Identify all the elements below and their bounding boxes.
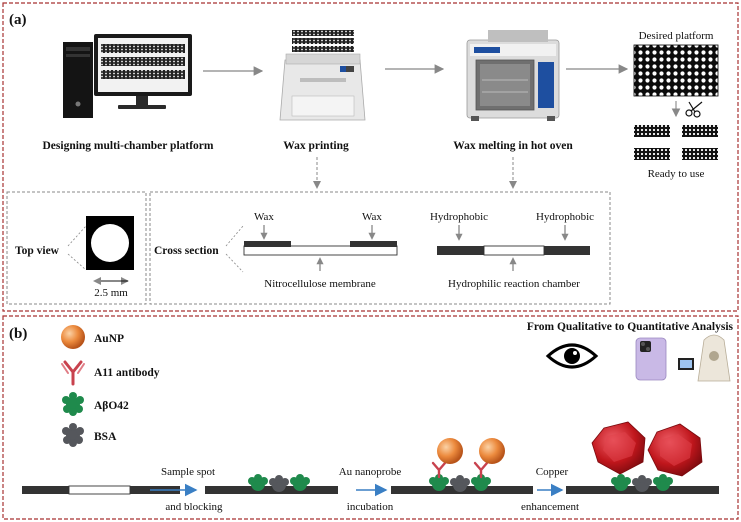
strip-4-proteins	[611, 474, 673, 492]
phone-icon	[635, 337, 667, 381]
scale-bar-label: 2.5 mm	[94, 287, 128, 299]
desired-platform-label: Desired platform	[639, 30, 714, 42]
printer-icon	[279, 30, 366, 121]
step2-top-label: Au nanoprobe	[339, 466, 402, 478]
oven-icon	[466, 30, 560, 121]
ready-strip-2	[682, 125, 718, 137]
legend-bsa-icon	[62, 423, 84, 447]
eye-icon	[545, 343, 599, 369]
strip-4-copper-1	[591, 421, 646, 475]
step3-top-label: Copper	[536, 466, 569, 478]
wax-left-block	[244, 241, 291, 247]
strip-4-copper-2	[647, 423, 703, 477]
computer-icon	[63, 34, 192, 118]
membrane-strip	[243, 245, 398, 256]
reaction-chamber	[483, 245, 545, 256]
wax-right-label: Wax	[362, 211, 382, 223]
top-view-pointer-upper	[67, 225, 87, 247]
legend-abo42-icon	[62, 392, 84, 416]
chamber-label: Hydrophilic reaction chamber	[448, 278, 580, 290]
step1-top-label: Sample spot	[161, 466, 215, 478]
legend-antibody-icon	[61, 360, 85, 386]
ready-strip-1	[634, 125, 670, 137]
step-print-label: Wax printing	[283, 140, 349, 152]
ready-strip-3	[634, 148, 670, 160]
panel-b-header: From Qualitative to Quantitative Analysi…	[527, 321, 734, 333]
wax-right-block	[350, 241, 397, 247]
step1-bottom-label: and blocking	[165, 501, 223, 513]
cross-section-pointer-upper	[225, 225, 244, 247]
hydrophobic-left-label: Hydrophobic	[430, 211, 488, 223]
panel-a-frame	[2, 2, 739, 312]
top-view-pointer-lower	[67, 253, 87, 271]
panel-a-tag: (a)	[9, 12, 27, 28]
panel-b-frame	[2, 315, 739, 520]
step3-bottom-label: enhancement	[521, 501, 579, 513]
cross-section-title: Cross section	[154, 245, 219, 257]
ready-to-use-label: Ready to use	[648, 168, 705, 180]
melted-left-wax	[437, 246, 484, 255]
legend-aunp-label: AuNP	[94, 333, 124, 345]
membrane-label: Nitrocellulose membrane	[264, 278, 376, 290]
strip-2-proteins	[248, 474, 310, 492]
desired-platform-grid	[633, 44, 719, 97]
panel-b-tag: (b)	[9, 326, 27, 342]
legend-antibody-label: A11 antibody	[94, 367, 160, 379]
reader-icon	[678, 334, 731, 382]
step2-bottom-label: incubation	[347, 501, 394, 513]
strip-2	[205, 486, 338, 494]
scissors-icon	[685, 101, 703, 118]
strip-1-left-wax	[22, 486, 69, 494]
top-view-title: Top view	[15, 245, 60, 257]
legend-bsa-label: BSA	[94, 431, 117, 443]
cross-section-box	[149, 191, 611, 305]
legend-abo42-label: AβO42	[94, 400, 129, 412]
step-design-label: Designing multi-chamber platform	[42, 140, 213, 152]
top-view-chamber-circle	[91, 224, 129, 262]
strip-1-chamber	[68, 485, 131, 495]
ready-strip-4	[682, 148, 718, 160]
wax-left-label: Wax	[254, 211, 274, 223]
hydrophobic-right-label: Hydrophobic	[536, 211, 594, 223]
cross-section-pointer-lower	[225, 253, 244, 273]
strip-3-proteins	[429, 474, 491, 492]
step-melt-label: Wax melting in hot oven	[453, 140, 573, 152]
strip-3-probe-1	[431, 438, 463, 479]
melted-right-wax	[544, 246, 590, 255]
top-view-box	[6, 191, 147, 305]
strip-3-probe-2	[473, 438, 505, 479]
legend-aunp-icon	[61, 325, 85, 349]
